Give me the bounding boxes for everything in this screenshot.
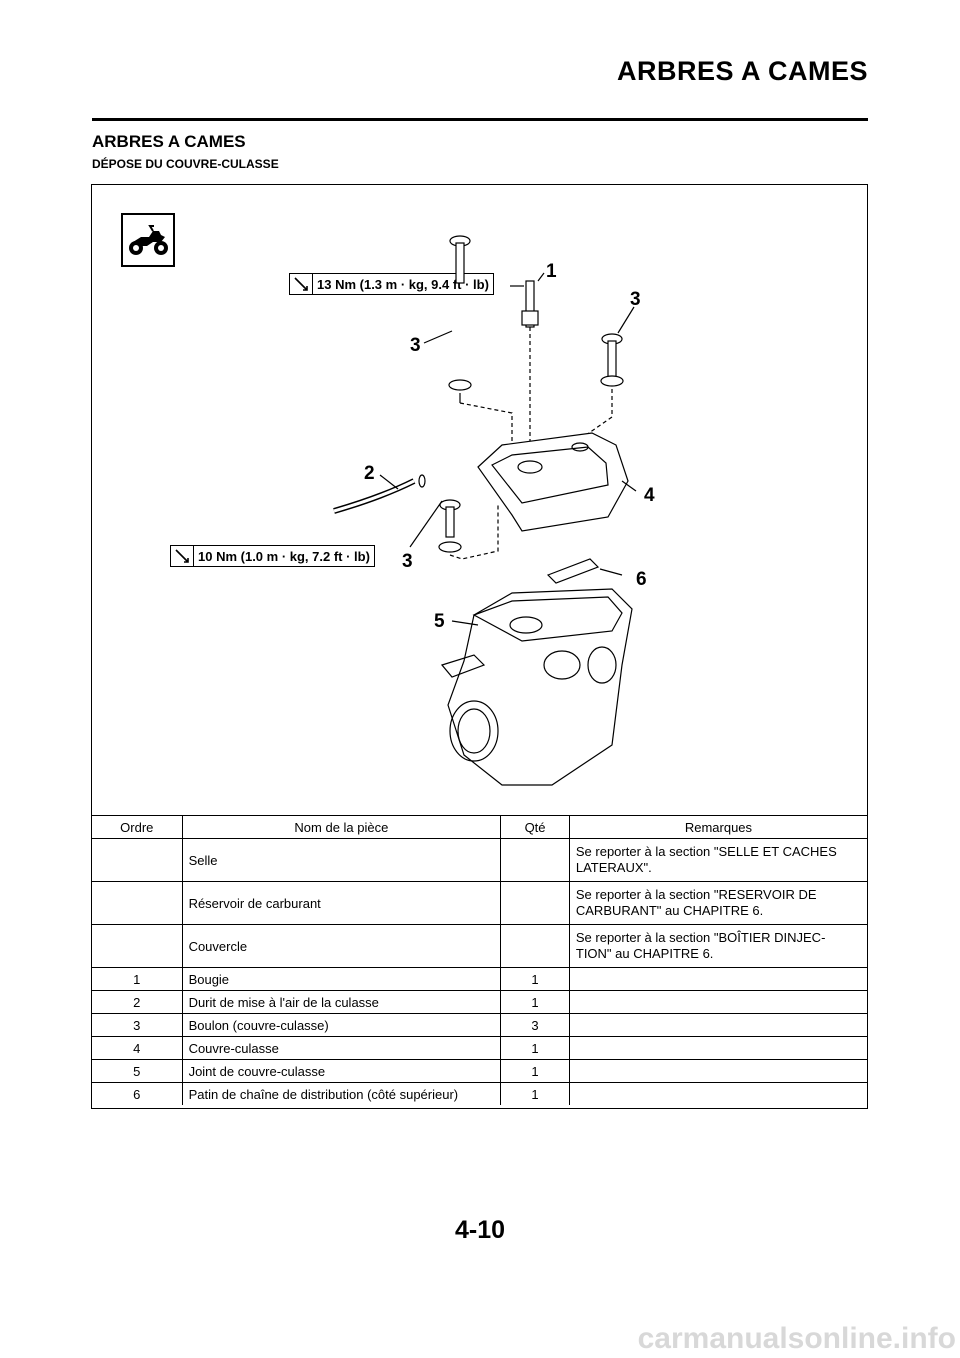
cell-qte: 3 xyxy=(500,1013,570,1037)
callout-3-left: 3 xyxy=(410,335,421,356)
cell-ordre: 4 xyxy=(92,1036,183,1060)
cell-ordre xyxy=(92,881,183,925)
cell-remarques xyxy=(568,1036,867,1060)
cell-nom: Durit de mise à l'air de la culasse xyxy=(181,990,501,1014)
cell-ordre: 1 xyxy=(92,967,183,991)
table-row: Réservoir de carburant Se reporter à la … xyxy=(92,881,867,925)
cell-qte: 1 xyxy=(500,1082,570,1105)
engine-drawing xyxy=(333,235,637,786)
cell-remarques xyxy=(568,967,867,991)
cell-nom: Boulon (couvre-culasse) xyxy=(181,1013,501,1037)
callout-1: 1 xyxy=(546,261,557,282)
cell-qte xyxy=(500,838,570,882)
cell-nom: Bougie xyxy=(181,967,501,991)
cell-ordre: 5 xyxy=(92,1059,183,1083)
wrench-icon xyxy=(290,274,313,294)
table-row: 5 Joint de couvre-culasse 1 xyxy=(92,1059,867,1083)
cell-nom: Joint de couvre-culasse xyxy=(181,1059,501,1083)
cell-remarques: Se reporter à la section "RESERVOIR DE C… xyxy=(568,881,867,925)
cell-qte xyxy=(500,924,570,968)
cell-ordre xyxy=(92,924,183,968)
subsection-title: DÉPOSE DU COUVRE-CULASSE xyxy=(92,157,279,171)
cell-qte: 1 xyxy=(500,967,570,991)
cell-remarques: Se reporter à la section "BOÎTIER DINJEC… xyxy=(568,924,867,968)
watermark[interactable]: carmanualsonline.info xyxy=(637,1322,956,1355)
torque-value: 13 Nm (1.3 m · kg, 9.4 ft · lb) xyxy=(317,276,489,292)
cell-remarques xyxy=(568,1013,867,1037)
exploded-diagram: 13 Nm (1.3 m · kg, 9.4 ft · lb) 10 Nm (1… xyxy=(92,185,867,815)
table-row: Couvercle Se reporter à la section "BOÎT… xyxy=(92,924,867,968)
cell-remarques xyxy=(568,1082,867,1105)
cell-qte: 1 xyxy=(500,1059,570,1083)
cell-nom: Patin de chaîne de distribution (côté su… xyxy=(181,1082,501,1105)
cell-remarques xyxy=(568,1059,867,1083)
torque-spec-cover-bolt: 10 Nm (1.0 m · kg, 7.2 ft · lb) xyxy=(170,545,375,567)
table-row: 2 Durit de mise à l'air de la culasse 1 xyxy=(92,990,867,1014)
cell-ordre: 3 xyxy=(92,1013,183,1037)
column-header-remarques: Remarques xyxy=(568,815,867,839)
callout-4: 4 xyxy=(644,485,655,506)
callout-3-lower: 3 xyxy=(402,551,413,572)
table-row: 6 Patin de chaîne de distribution (côté … xyxy=(92,1082,867,1105)
cell-ordre xyxy=(92,838,183,882)
callout-2: 2 xyxy=(364,463,375,484)
table-row: 3 Boulon (couvre-culasse) 3 xyxy=(92,1013,867,1037)
exploded-view-frame: 13 Nm (1.3 m · kg, 9.4 ft · lb) 10 Nm (1… xyxy=(91,184,868,1109)
page-number: 4-10 xyxy=(454,1216,506,1244)
cell-ordre: 6 xyxy=(92,1082,183,1105)
cell-nom: Selle xyxy=(181,838,501,882)
callout-5: 5 xyxy=(434,611,445,632)
column-header-qte: Qté xyxy=(500,815,570,839)
column-header-ordre: Ordre xyxy=(92,815,183,839)
header-rule xyxy=(92,118,868,121)
callout-3-right: 3 xyxy=(630,289,641,310)
cell-qte: 1 xyxy=(500,1036,570,1060)
parts-table: Ordre Nom de la pièce Qté Remarques Sell… xyxy=(92,815,867,1105)
section-title: ARBRES A CAMES xyxy=(92,132,246,151)
page-header-title: ARBRES A CAMES xyxy=(616,56,868,86)
torque-spec-spark-plug: 13 Nm (1.3 m · kg, 9.4 ft · lb) xyxy=(289,273,494,295)
torque-value: 10 Nm (1.0 m · kg, 7.2 ft · lb) xyxy=(198,548,370,564)
cell-remarques: Se reporter à la section "SELLE ET CACHE… xyxy=(568,838,867,882)
table-row: 4 Couvre-culasse 1 xyxy=(92,1036,867,1060)
table-row: 1 Bougie 1 xyxy=(92,967,867,991)
motorcycle-icon xyxy=(121,213,175,267)
cell-qte xyxy=(500,881,570,925)
cell-nom: Réservoir de carburant xyxy=(181,881,501,925)
cell-remarques xyxy=(568,990,867,1014)
wrench-icon xyxy=(171,546,194,566)
column-header-nom: Nom de la pièce xyxy=(181,815,501,839)
table-row: Selle Se reporter à la section "SELLE ET… xyxy=(92,838,867,882)
table-header-row: Ordre Nom de la pièce Qté Remarques xyxy=(92,815,867,839)
cell-nom: Couvre-culasse xyxy=(181,1036,501,1060)
cell-ordre: 2 xyxy=(92,990,183,1014)
callout-6: 6 xyxy=(636,569,647,590)
cell-qte: 1 xyxy=(500,990,570,1014)
cell-nom: Couvercle xyxy=(181,924,501,968)
